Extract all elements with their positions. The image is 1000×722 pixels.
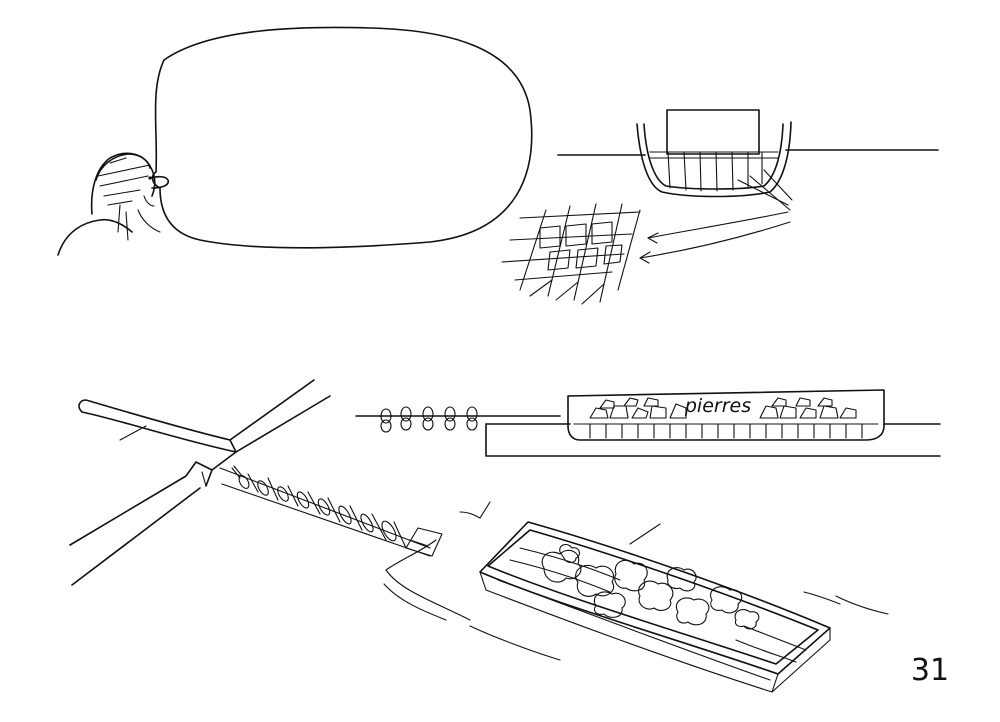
barge-label: pierres — [684, 395, 751, 417]
character-figure — [58, 153, 168, 255]
canal-lock — [70, 380, 330, 585]
stone-boat — [480, 522, 830, 692]
stone-barge: pierres — [356, 390, 940, 456]
speech-bubble — [153, 27, 532, 247]
tow-line-barrels — [220, 466, 490, 620]
hull-grid — [502, 204, 640, 304]
boat-hull — [637, 110, 792, 210]
page-number: 31 — [911, 653, 949, 688]
